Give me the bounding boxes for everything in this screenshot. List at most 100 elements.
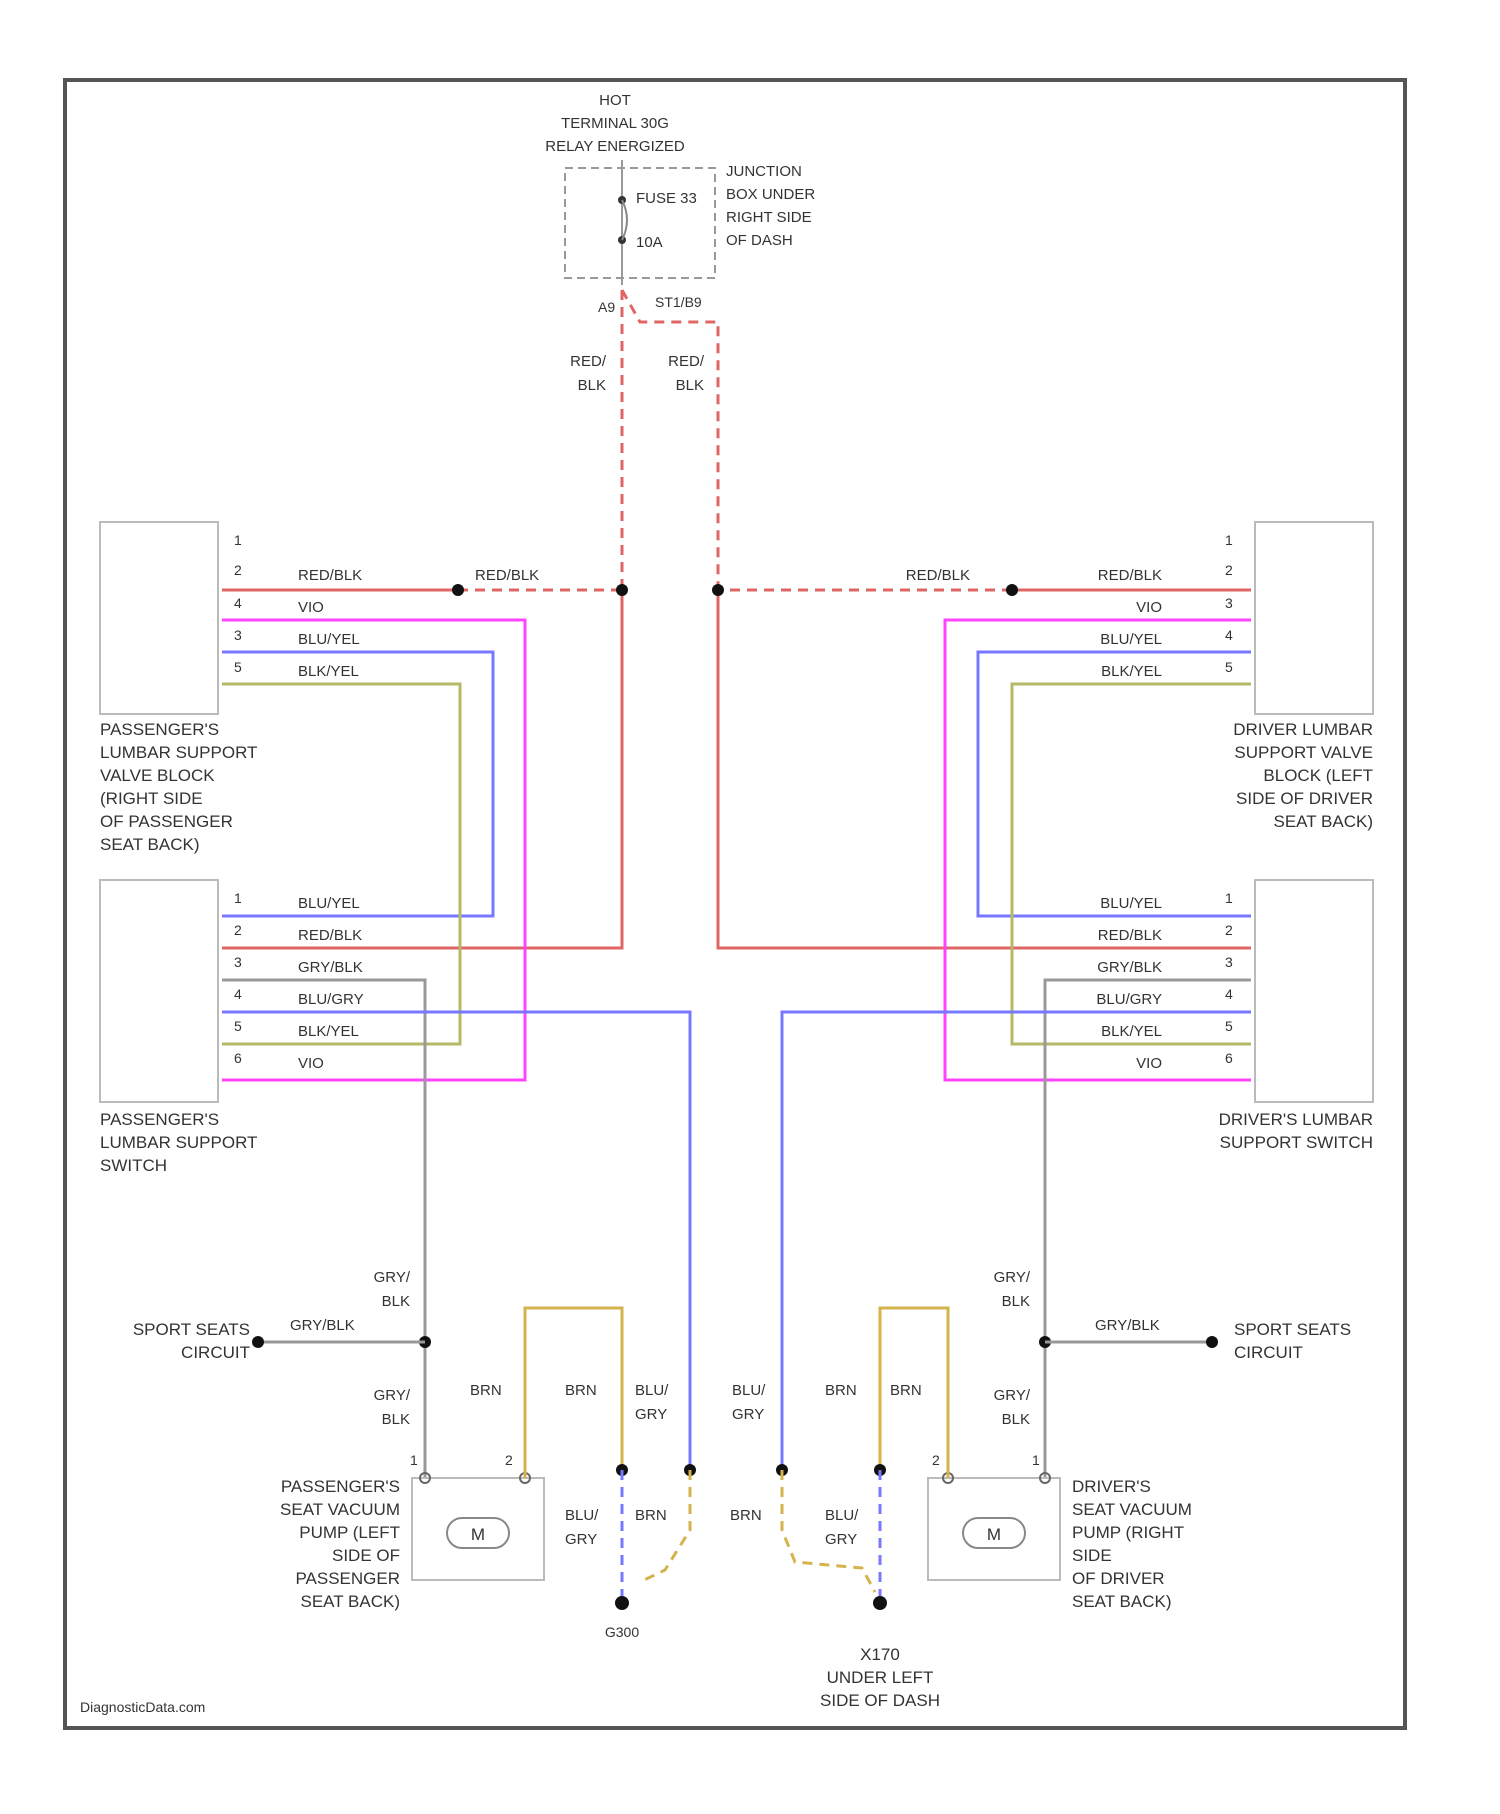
svg-text:HOT: HOT [599,92,631,109]
svg-text:2: 2 [234,562,242,578]
svg-text:GRY/: GRY/ [374,1269,411,1286]
svg-text:RED/BLK: RED/BLK [906,567,970,584]
svg-text:X170: X170 [860,1645,900,1664]
svg-text:BLU/GRY: BLU/GRY [1096,991,1162,1008]
svg-text:GRY/BLK: GRY/BLK [298,959,363,976]
svg-text:SIDE OF DRIVER: SIDE OF DRIVER [1236,789,1373,808]
sport-seats-left: SPORT SEATS CIRCUIT GRY/BLK [133,1317,425,1362]
top-left-wire-label: RED/ BLK [570,353,607,394]
svg-text:SEAT BACK): SEAT BACK) [1273,812,1373,831]
svg-text:GRY/: GRY/ [994,1387,1031,1404]
top-right-wire-label: RED/ BLK [668,353,705,394]
svg-text:RED/BLK: RED/BLK [298,567,362,584]
svg-text:SEAT BACK): SEAT BACK) [300,1592,400,1611]
svg-text:BLU/YEL: BLU/YEL [298,895,360,912]
svg-text:GRY/: GRY/ [374,1387,411,1404]
svg-text:CIRCUIT: CIRCUIT [181,1343,250,1362]
svg-text:BLU/YEL: BLU/YEL [298,631,360,648]
diagram-frame [65,80,1405,1728]
drv-pump-label: DRIVER'S SEAT VACUUM PUMP (RIGHT SIDE OF… [1072,1477,1192,1611]
svg-text:4: 4 [1225,627,1233,643]
ground-right-label: X170 UNDER LEFT SIDE OF DASH [820,1645,940,1710]
svg-text:PUMP (RIGHT: PUMP (RIGHT [1072,1523,1184,1542]
svg-text:GRY/BLK: GRY/BLK [1095,1317,1160,1334]
connector-st1-b9: ST1/B9 [655,294,702,310]
svg-text:BRN: BRN [470,1382,502,1399]
svg-text:BLK: BLK [676,377,704,394]
svg-text:BLU/: BLU/ [825,1507,859,1524]
svg-text:DRIVER'S: DRIVER'S [1072,1477,1151,1496]
svg-text:VIO: VIO [1136,1055,1162,1072]
svg-text:SEAT VACUUM: SEAT VACUUM [1072,1500,1192,1519]
svg-text:RED/BLK: RED/BLK [475,567,539,584]
svg-text:BRN: BRN [825,1382,857,1399]
svg-text:1: 1 [234,890,242,906]
svg-text:1: 1 [410,1452,418,1468]
svg-text:2: 2 [932,1452,940,1468]
svg-text:PASSENGER'S: PASSENGER'S [100,1110,219,1129]
drv-switch [1255,880,1373,1102]
svg-text:M: M [471,1525,485,1544]
sport-seats-right: SPORT SEATS CIRCUIT GRY/BLK [1045,1317,1351,1362]
svg-text:GRY: GRY [565,1531,597,1548]
svg-text:VIO: VIO [298,1055,324,1072]
svg-text:SPORT SEATS: SPORT SEATS [133,1320,250,1339]
svg-text:BLOCK (LEFT: BLOCK (LEFT [1263,766,1373,785]
svg-text:CIRCUIT: CIRCUIT [1234,1343,1303,1362]
svg-text:OF DRIVER: OF DRIVER [1072,1569,1165,1588]
svg-text:VALVE BLOCK: VALVE BLOCK [100,766,215,785]
svg-text:SUPPORT SWITCH: SUPPORT SWITCH [1220,1133,1373,1152]
svg-text:4: 4 [234,986,242,1002]
svg-text:GRY/BLK: GRY/BLK [1097,959,1162,976]
brn-labels: BRN BRN BRN BRN [470,1382,922,1399]
svg-text:3: 3 [1225,954,1233,970]
svg-text:2: 2 [1225,922,1233,938]
watermark: DiagnosticData.com [80,1699,205,1715]
svg-text:BLK: BLK [578,377,606,394]
svg-text:RED/BLK: RED/BLK [1098,927,1162,944]
svg-text:M: M [987,1525,1001,1544]
svg-text:3: 3 [234,954,242,970]
pass-valve-block [100,522,218,714]
svg-text:1: 1 [1032,1452,1040,1468]
drv-switch-label: DRIVER'S LUMBAR SUPPORT SWITCH [1219,1110,1373,1152]
svg-text:2: 2 [234,922,242,938]
svg-text:OF DASH: OF DASH [726,232,793,249]
svg-text:PASSENGER: PASSENGER [295,1569,400,1588]
svg-text:RED/: RED/ [668,353,705,370]
svg-text:SEAT BACK): SEAT BACK) [100,835,200,854]
svg-text:GRY/BLK: GRY/BLK [290,1317,355,1334]
svg-text:SIDE OF DASH: SIDE OF DASH [820,1691,940,1710]
svg-text:3: 3 [1225,595,1233,611]
svg-text:SEAT VACUUM: SEAT VACUUM [280,1500,400,1519]
ground-right-icon [873,1596,887,1610]
svg-text:GRY: GRY [732,1406,764,1423]
svg-text:RIGHT SIDE: RIGHT SIDE [726,209,812,226]
pass-switch-label: PASSENGER'S LUMBAR SUPPORT SWITCH [100,1110,257,1175]
left-wires [222,590,690,1478]
svg-text:2: 2 [1225,562,1233,578]
svg-text:BRN: BRN [890,1382,922,1399]
svg-text:5: 5 [234,659,242,675]
hot-terminal-label: HOT TERMINAL 30G RELAY ENERGIZED [545,92,685,155]
svg-text:GRY/: GRY/ [994,1269,1031,1286]
ground-left-icon [615,1596,629,1610]
svg-text:BLU/: BLU/ [732,1382,766,1399]
drv-valve-block [1255,522,1373,714]
svg-text:SUPPORT VALVE: SUPPORT VALVE [1234,743,1373,762]
svg-text:BRN: BRN [565,1382,597,1399]
ground-dashed-labels: BLU/ GRY BRN BRN BLU/ GRY [565,1507,859,1548]
svg-text:GRY: GRY [635,1406,667,1423]
drv-valve-label: DRIVER LUMBAR SUPPORT VALVE BLOCK (LEFT … [1233,720,1373,831]
svg-text:LUMBAR SUPPORT: LUMBAR SUPPORT [100,743,257,762]
junction-box-outline [565,168,715,278]
svg-text:BLU/GRY: BLU/GRY [298,991,364,1008]
svg-text:SEAT BACK): SEAT BACK) [1072,1592,1172,1611]
svg-text:BLK: BLK [382,1293,410,1310]
svg-text:1: 1 [234,532,242,548]
svg-text:GRY: GRY [825,1531,857,1548]
svg-text:(RIGHT SIDE: (RIGHT SIDE [100,789,203,808]
svg-text:PASSENGER'S: PASSENGER'S [281,1477,400,1496]
